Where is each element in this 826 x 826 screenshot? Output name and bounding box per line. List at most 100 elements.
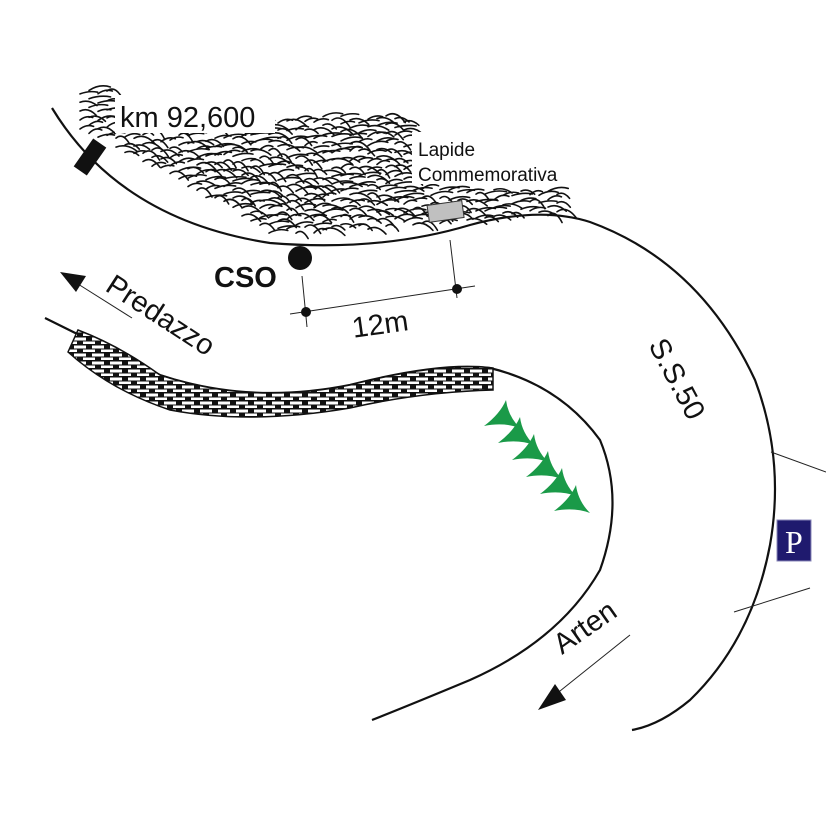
rock-stroke (313, 118, 330, 123)
rock-stroke (88, 103, 109, 109)
distance-label: 12m (350, 305, 410, 345)
rock-stroke (367, 115, 384, 121)
rock-stroke (313, 168, 328, 176)
rock-stroke (349, 117, 370, 126)
rock-stroke (277, 143, 301, 152)
rock-stroke (196, 180, 216, 187)
rock-stroke (367, 217, 382, 224)
rock-stroke (403, 119, 420, 127)
rock-stroke (241, 178, 260, 185)
rock-stroke (340, 120, 356, 125)
rock-stroke (367, 140, 389, 147)
rock-stroke (403, 192, 425, 197)
rock-stroke (214, 150, 233, 156)
rock-stroke (142, 158, 161, 169)
rock-stroke (151, 147, 170, 158)
rock-stroke (277, 127, 293, 135)
rock-stroke (169, 153, 184, 159)
rock-stroke (304, 117, 319, 123)
memorial-label-line1: Lapide (418, 140, 475, 161)
rock-stroke (394, 130, 413, 136)
rock-stroke (394, 141, 412, 151)
rock-stroke (322, 184, 341, 194)
rock-stroke (295, 115, 313, 121)
rock-stroke (547, 186, 570, 193)
tree-icon (512, 434, 548, 462)
rock-stroke (142, 150, 161, 161)
rock-stroke (367, 199, 389, 207)
distance-dimension (289, 239, 476, 328)
rock-stroke (466, 217, 488, 226)
rock-stroke (250, 210, 270, 219)
rock-stroke (151, 138, 169, 149)
rock-stroke (124, 150, 140, 157)
road-edge-outer (51, 107, 777, 732)
rock-stroke (115, 144, 138, 152)
rock-stroke (268, 204, 283, 210)
rock-stroke (385, 169, 402, 176)
rock-stroke (304, 184, 327, 195)
rock-stroke (376, 159, 391, 166)
rock-stroke (259, 155, 274, 165)
rock-stroke (88, 120, 104, 127)
rock-stroke (358, 205, 382, 216)
rock-stroke (394, 189, 417, 194)
rock-stroke (232, 202, 253, 209)
rock-stroke (394, 164, 412, 173)
rock-stroke (340, 213, 355, 223)
rock-stroke (187, 158, 205, 163)
rock-stroke (304, 159, 323, 170)
rock-stroke (403, 185, 425, 192)
rock-stroke (385, 130, 405, 141)
parking-icon: P (785, 524, 803, 560)
rock-stroke (331, 117, 351, 128)
rock-stroke (394, 172, 414, 178)
km-marker-block (73, 138, 107, 176)
rock-stroke (358, 137, 373, 143)
rock-stroke (250, 175, 269, 184)
rock-stroke (124, 142, 141, 150)
rock-stroke (493, 204, 512, 209)
rock-stroke (133, 135, 157, 145)
rock-stroke (241, 172, 261, 183)
rock-stroke (529, 198, 546, 210)
predazzo-direction-arrow (60, 272, 133, 319)
rock-stroke (385, 122, 404, 131)
rock-stroke (367, 208, 391, 216)
rock-stroke (295, 155, 314, 166)
rock-stroke (133, 144, 151, 151)
parking-access-line-top (770, 451, 826, 473)
parking-access-line-bottom (733, 587, 811, 613)
rock-stroke (349, 199, 366, 204)
rock-stroke (304, 213, 328, 220)
rock-stroke (232, 135, 252, 146)
rock-stroke (538, 200, 558, 204)
rock-stroke (268, 228, 289, 234)
rock-stroke (295, 136, 313, 147)
rock-stroke (232, 177, 254, 182)
parking-sign[interactable]: P (776, 519, 812, 562)
rock-stroke (313, 222, 332, 227)
rock-stroke (223, 159, 237, 169)
rock-stroke (340, 172, 362, 177)
rock-stroke (178, 132, 194, 142)
rock-stroke (340, 181, 363, 188)
rock-stroke (367, 166, 383, 171)
rock-stroke (412, 186, 433, 192)
rock-stroke (331, 224, 346, 231)
tree-icon (498, 417, 534, 445)
rock-stroke (295, 172, 317, 177)
rock-stroke (466, 188, 485, 194)
rock-stroke (331, 126, 355, 136)
rock-stroke (268, 181, 283, 192)
rock-stroke (232, 146, 249, 153)
rock-stroke (394, 207, 417, 218)
rock-stroke (367, 157, 382, 164)
rock-stroke (484, 190, 508, 195)
rock-stroke (277, 168, 295, 174)
rock-stroke (205, 152, 223, 157)
rock-stroke (322, 149, 341, 154)
rock-stroke (367, 183, 382, 191)
rock-stroke (340, 136, 363, 142)
